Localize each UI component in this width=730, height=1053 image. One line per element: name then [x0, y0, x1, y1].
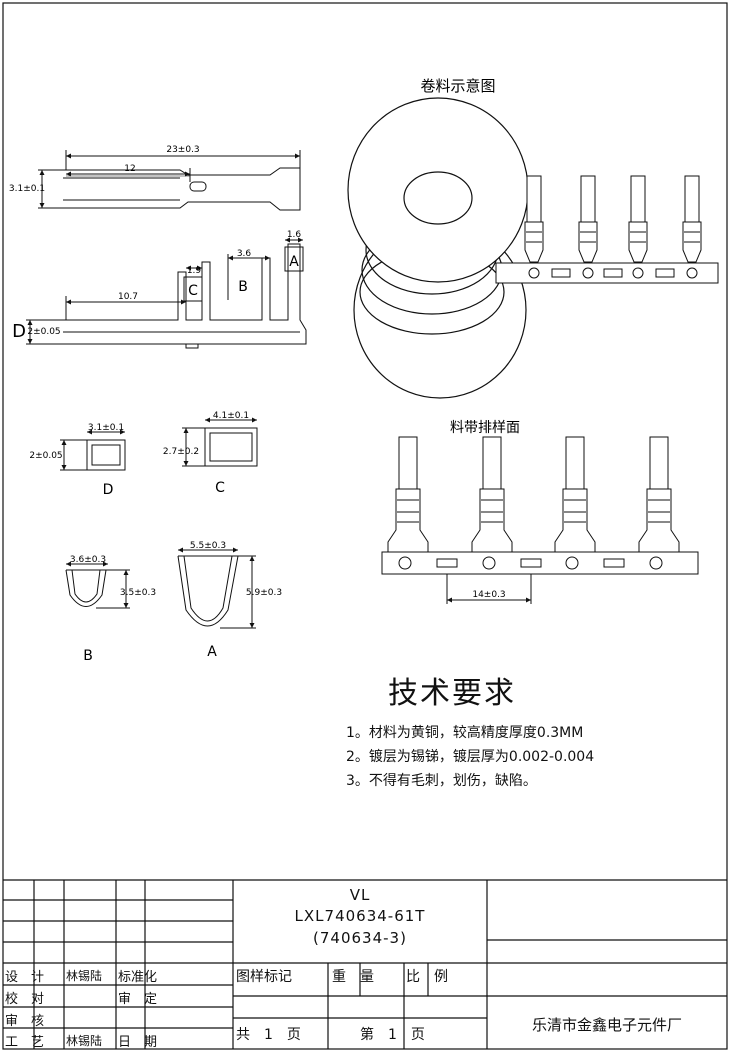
side-view-top [38, 150, 301, 211]
section-c-label: C [215, 480, 225, 496]
check-label: 校 对 [5, 992, 45, 1007]
requirement-item-2: 2。镀层为锡锑，镀层厚为0.002-0.004 [346, 749, 595, 765]
requirements-title: 技术要求 [388, 676, 516, 711]
processor-name: 林锡陆 [66, 1034, 103, 1048]
reel-strip [495, 175, 719, 284]
section-d-width: 3.1±0.1 [88, 423, 124, 433]
dim-10-7: 10.7 [118, 292, 138, 302]
mark-label: 图样标记 [236, 969, 292, 985]
weight-label: 重 量 [332, 969, 374, 985]
side-view-formed [26, 237, 307, 349]
title-block-grid [3, 879, 727, 1049]
label-C-side: C [188, 283, 198, 299]
dim-1-6: 1.6 [287, 230, 302, 240]
approve-label: 审 定 [118, 992, 158, 1007]
dim-3-1: 3.1±0.1 [9, 184, 45, 194]
section-a-label: A [207, 644, 217, 660]
section-b-height: 3.5±0.3 [120, 588, 156, 598]
section-a [177, 547, 256, 629]
section-c-height: 2.7±0.2 [163, 447, 199, 457]
strip-layout [381, 436, 699, 604]
reel-title: 卷料示意图 [420, 77, 495, 95]
dim-1-9: 1.9 [187, 266, 202, 276]
section-a-width: 5.5±0.3 [190, 541, 226, 551]
dim-3-6: 3.6 [237, 249, 252, 259]
part-line-3: (740634-3) [313, 929, 407, 947]
reel-illustration [347, 97, 529, 399]
section-d-label: D [103, 482, 114, 498]
section-d [60, 429, 126, 471]
label-B-side: B [238, 279, 248, 295]
page-number: 第 1 页 [360, 1027, 425, 1043]
design-label: 设 计 [5, 970, 45, 985]
process-label: 工 艺 [5, 1035, 45, 1050]
dim-2: 2±0.05 [27, 327, 60, 337]
label-A-side: A [289, 254, 299, 270]
section-a-height: 5.9±0.3 [246, 588, 282, 598]
strip-pitch: 14±0.3 [472, 590, 505, 600]
total-pages: 共 1 页 [236, 1027, 301, 1043]
section-c-width: 4.1±0.1 [213, 411, 249, 421]
company-name: 乐清市金鑫电子元件厂 [531, 1016, 682, 1034]
section-d-height: 2±0.05 [29, 451, 62, 461]
designer-name: 林锡陆 [66, 969, 103, 983]
dim-12: 12 [124, 164, 135, 174]
section-c [182, 417, 258, 467]
part-line-1: VL [349, 886, 371, 904]
review-label: 审 核 [5, 1014, 45, 1029]
requirement-item-1: 1。材料为黄铜，较高精度厚度0.3MM [346, 725, 584, 741]
part-number: LXL740634-61T [294, 907, 426, 925]
section-b [65, 561, 130, 609]
date-label: 日 期 [118, 1035, 158, 1050]
section-b-width: 3.6±0.3 [70, 555, 106, 565]
strip-title: 料带排样面 [450, 420, 520, 436]
requirement-item-3: 3。不得有毛刺，划伤，缺陷。 [346, 773, 537, 789]
standard-label: 标准化 [118, 970, 158, 985]
section-b-label: B [83, 648, 93, 664]
scale-label: 比 例 [406, 969, 448, 985]
dim-23: 23±0.3 [166, 145, 199, 155]
label-D-side: D [12, 321, 26, 342]
